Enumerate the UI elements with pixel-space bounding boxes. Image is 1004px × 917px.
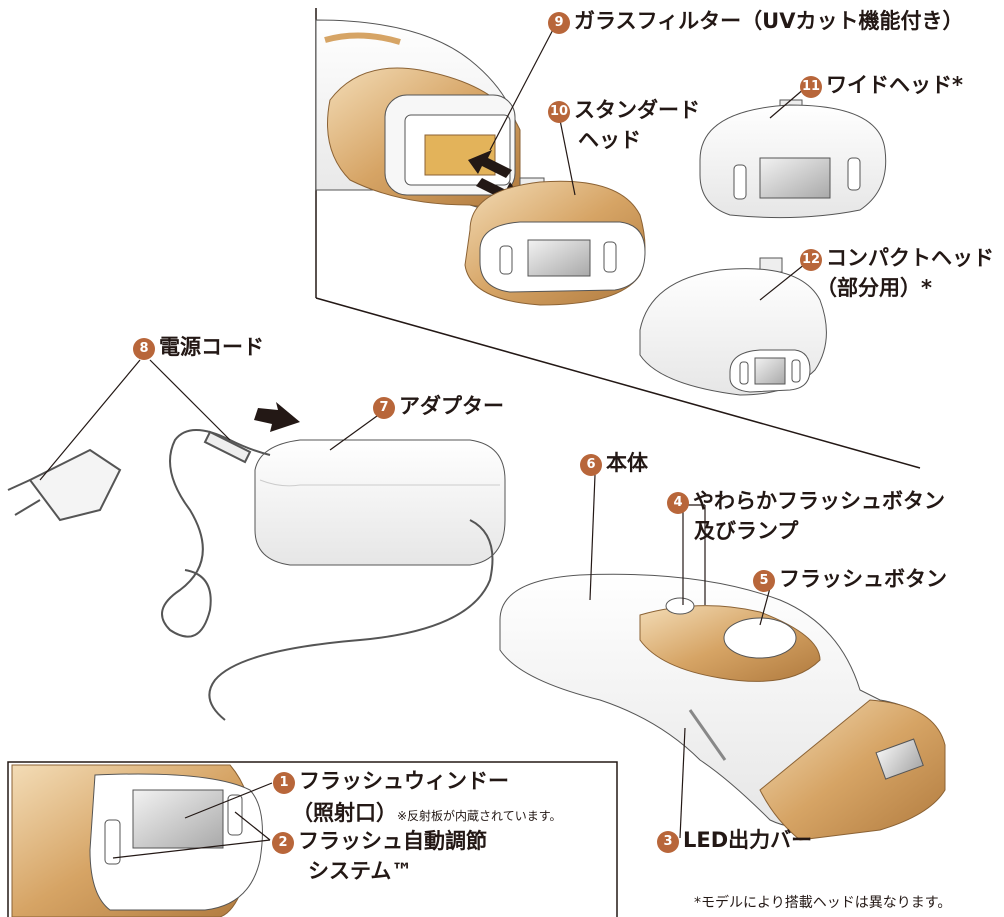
badge-4: 4 [667,492,689,514]
compact-head-illustration [639,257,827,396]
badge-11: 11 [800,76,822,98]
wide-head-illustration [699,99,887,219]
badge-9: 9 [548,12,570,34]
badge-10: 10 [548,101,570,123]
standard-head-illustration [464,177,646,306]
label-auto-adjust-cont: システム™ [308,859,413,883]
reflector-note: ※反射板が内蔵されています。 [397,809,562,823]
footnote: *モデルにより搭載ヘッドは異なります。 [694,895,952,911]
label-compact-head-cont: （部分用）* [816,276,932,300]
badge-7: 7 [373,397,395,419]
label-soft-flash-button-cont: 及びランプ [694,519,799,543]
label-standard-head-cont: ヘッド [578,128,641,152]
device-head-illustration [315,19,521,211]
connect-arrow-icon [254,402,300,432]
badge-5: 5 [753,570,775,592]
label-flash-window-cont: （照射口）※反射板が内蔵されています。 [292,801,562,825]
badge-6: 6 [580,454,602,476]
adapter-illustration [254,439,506,566]
badge-3: 3 [657,831,679,853]
badge-1: 1 [273,772,295,794]
badge-8: 8 [133,338,155,360]
inset-panel-frame [7,761,618,917]
device-body-illustration [499,573,946,841]
badge-2: 2 [272,832,294,854]
badge-12: 12 [800,249,822,271]
power-cord-illustration [7,429,494,721]
flash-window-closeup [11,764,263,917]
